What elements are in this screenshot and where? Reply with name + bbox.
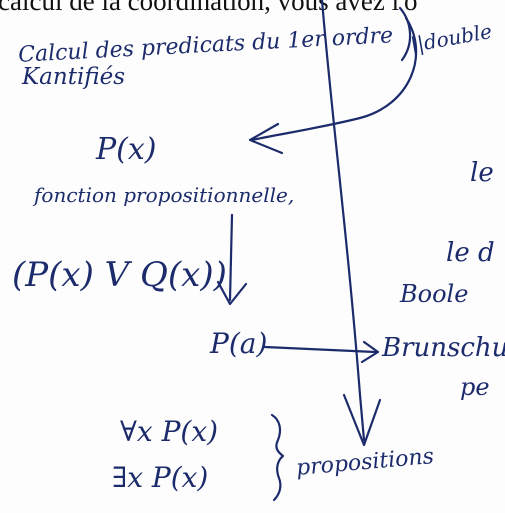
note-disjunction: (P(x) V Q(x))	[12, 255, 227, 295]
right-arrow	[263, 345, 377, 354]
note-fonction: fonction propositionnelle,	[34, 183, 295, 207]
note-brunschvicg: Brunschu	[382, 333, 505, 363]
note-boole: Boole	[400, 280, 469, 308]
vertical-arrow-head	[342, 393, 382, 447]
top-bracket	[398, 6, 412, 62]
long-vertical-line	[320, 0, 366, 442]
down-arrow-head	[216, 280, 248, 306]
note-kantifies: Kantifiés	[22, 64, 126, 90]
note-le-1: le	[470, 158, 494, 188]
note-px: P(x)	[96, 132, 157, 167]
note-exists: ∃x P(x)	[112, 461, 209, 494]
right-arrow-head	[360, 340, 380, 364]
curved-arrow-head	[248, 122, 284, 155]
note-forall: ∀x P(x)	[120, 415, 219, 448]
note-le-2: le d	[446, 238, 495, 268]
curly-bracket	[270, 413, 285, 502]
note-pa: P(a)	[210, 327, 268, 360]
curved-arrow	[250, 16, 418, 142]
down-arrow	[228, 213, 234, 302]
note-pe: pe	[460, 373, 490, 401]
printed-text-fragment: calcul de la coordination, vous avez l'o	[0, 0, 418, 16]
